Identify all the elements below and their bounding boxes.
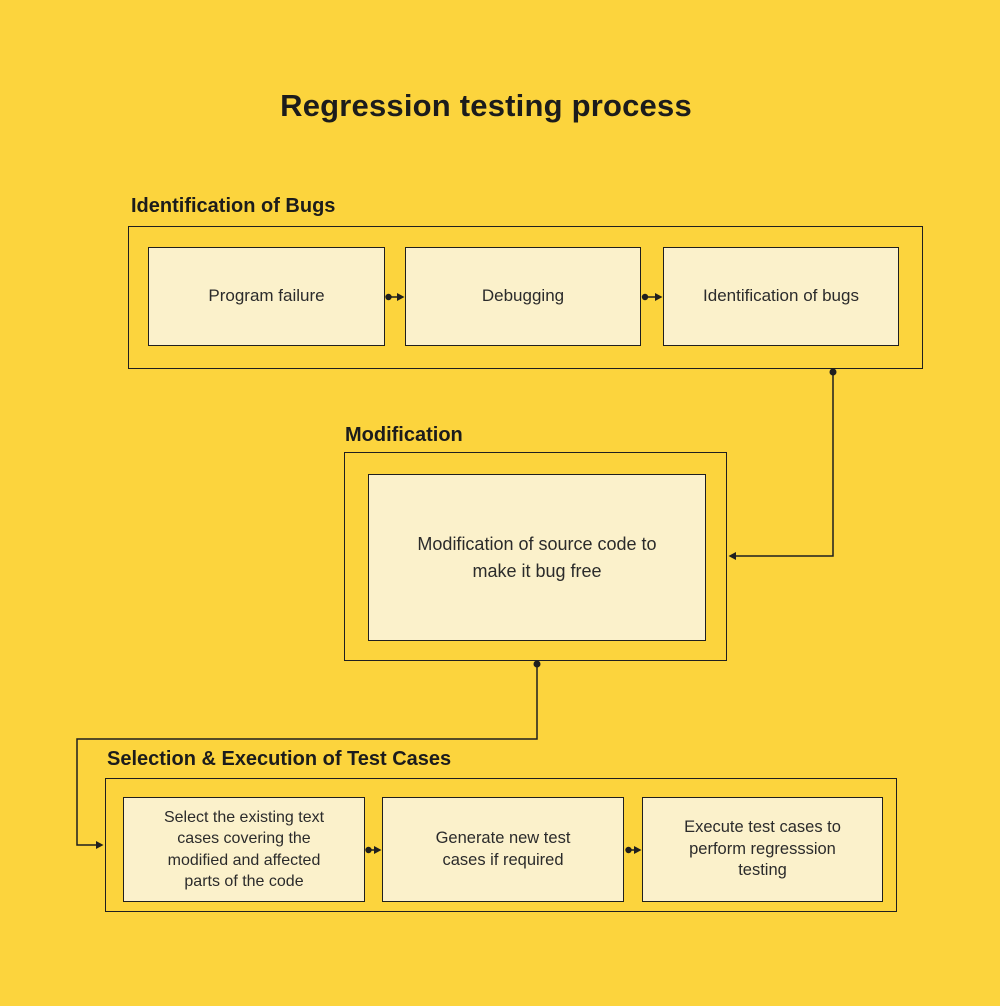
node-program-failure-label: Program failure [208,286,325,306]
section-label-selection-execution: Selection & Execution of Test Cases [107,748,452,770]
node-execute-test-cases-label: Execute test cases to perform regresssio… [684,817,841,880]
node-generate-new-test-cases: Generate new test cases if required [382,797,624,902]
node-modification-of-source-code: Modification of source code to make it b… [368,474,706,641]
node-select-existing-cases-label: Select the existing text cases covering … [163,808,325,890]
diagram-title: Regression testing process [280,88,692,123]
node-modification-of-source-code-label: Modification of source code to make it b… [417,533,657,581]
connector-identification-to-modification [728,368,837,560]
node-identification-of-bugs: Identification of bugs [663,247,899,346]
node-select-existing-cases: Select the existing text cases covering … [123,797,365,902]
group-identification-of-bugs [128,226,923,369]
node-execute-test-cases: Execute test cases to perform regresssio… [642,797,883,902]
node-identification-of-bugs-label: Identification of bugs [703,286,859,306]
section-label-modification: Modification [345,424,463,446]
node-program-failure: Program failure [148,247,385,346]
node-debugging-label: Debugging [481,286,565,306]
section-label-identification-of-bugs: Identification of Bugs [131,195,336,217]
node-generate-new-test-cases-label: Generate new test cases if required [435,828,571,869]
node-debugging: Debugging [405,247,641,346]
